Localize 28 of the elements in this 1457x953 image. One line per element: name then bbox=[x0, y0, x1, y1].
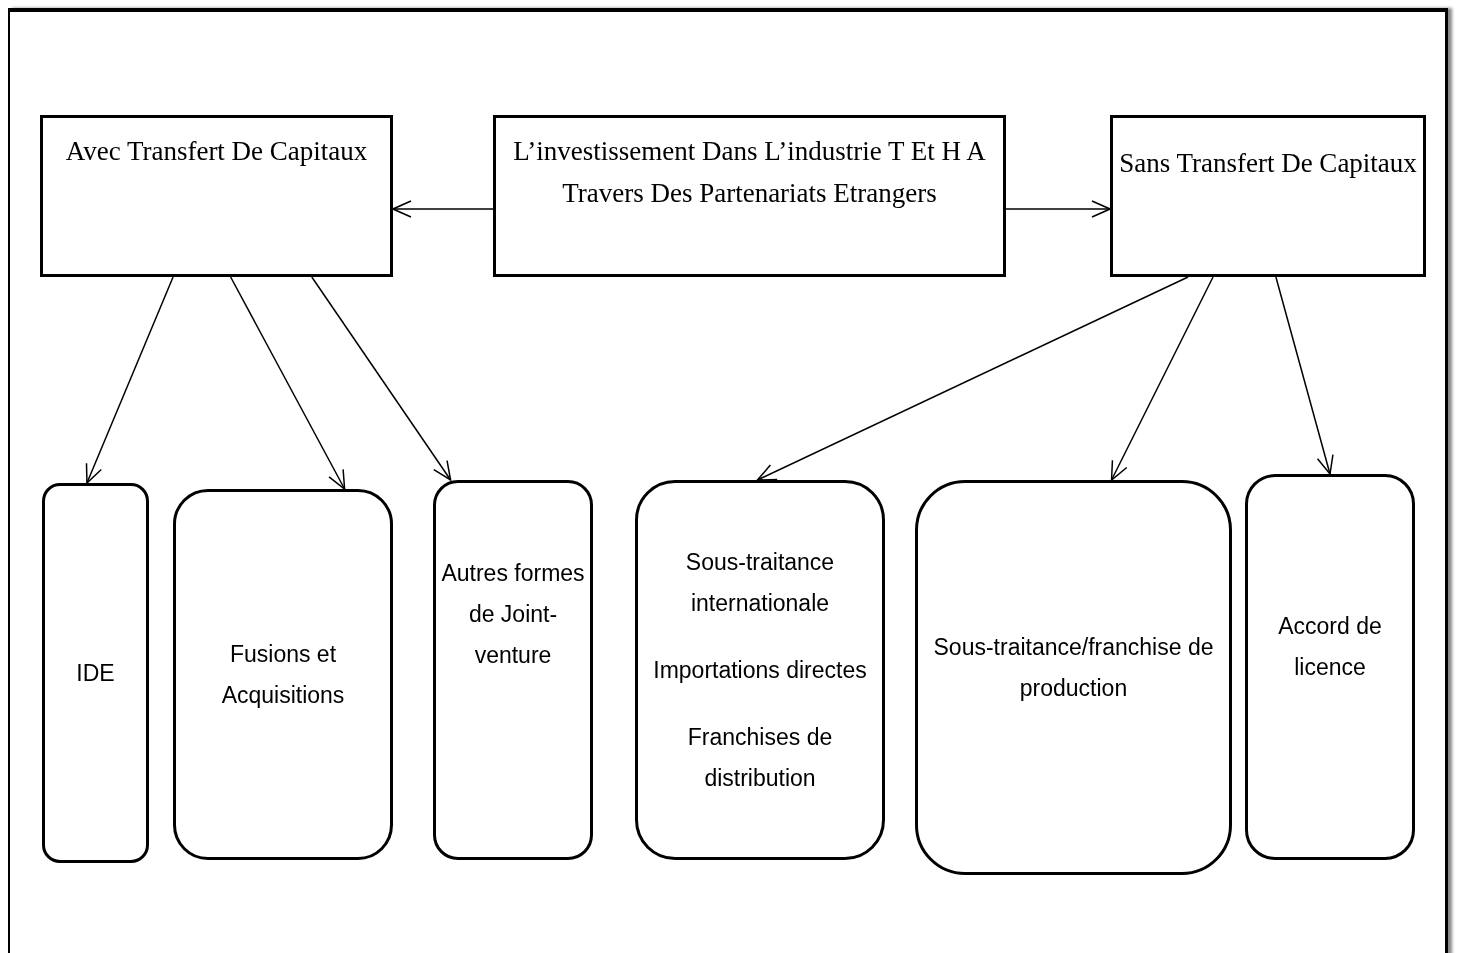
rounded-box bbox=[1245, 474, 1415, 860]
node-label: Avec Transfert De Capitaux bbox=[65, 135, 368, 168]
node-label: Sans Transfert De Capitaux bbox=[1119, 147, 1417, 180]
arrow bbox=[311, 276, 452, 481]
process-box bbox=[493, 115, 1006, 277]
arrow bbox=[392, 200, 494, 218]
arrow bbox=[1110, 276, 1214, 481]
arrow bbox=[756, 276, 1189, 481]
arrow bbox=[85, 276, 174, 484]
rounded-box bbox=[433, 480, 593, 860]
node-label: Franchises de distribution bbox=[686, 722, 834, 793]
node-label: L’investissement Dans L’industrie T Et H A Travers Des Partenariats Etrangers bbox=[512, 135, 987, 210]
arrow bbox=[229, 276, 346, 490]
rounded-box bbox=[635, 480, 885, 860]
process-box bbox=[1110, 115, 1426, 277]
rounded-box bbox=[42, 483, 149, 863]
node-label: Autres formes de Joint-venture bbox=[440, 559, 586, 670]
arrow bbox=[1005, 200, 1111, 218]
node-label: Importations directes bbox=[653, 655, 867, 685]
node-label: Accord de licence bbox=[1277, 612, 1383, 682]
process-box bbox=[40, 115, 393, 277]
arrow bbox=[1275, 276, 1334, 475]
rounded-box bbox=[915, 480, 1232, 875]
node-label: Fusions et Acquisitions bbox=[220, 639, 346, 710]
rounded-box bbox=[173, 489, 393, 860]
node-label: Sous-traitance/franchise de production bbox=[932, 632, 1215, 703]
node-label: Sous-traitance internationale bbox=[684, 547, 836, 618]
node-label: IDE bbox=[76, 658, 115, 688]
